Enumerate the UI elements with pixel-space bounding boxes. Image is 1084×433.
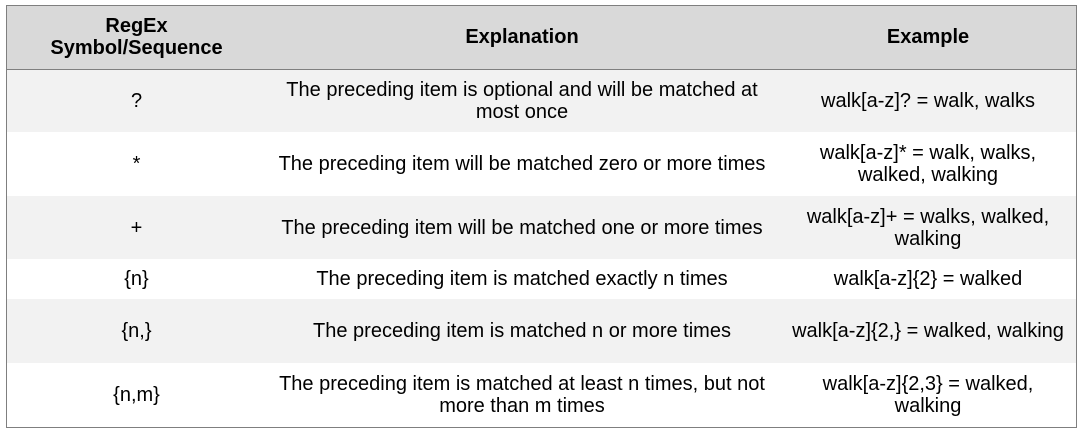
cell-explanation: The preceding item is matched at least n… (266, 363, 778, 427)
header-symbol: RegEx Symbol/Sequence (7, 6, 266, 70)
cell-symbol: ? (7, 69, 266, 132)
cell-explanation: The preceding item will be matched one o… (266, 196, 778, 259)
cell-example: walk[a-z]? = walk, walks (778, 69, 1076, 132)
table-row: ? The preceding item is optional and wil… (7, 69, 1076, 132)
table-row: + The preceding item will be matched one… (7, 196, 1076, 259)
cell-example: walk[a-z]* = walk, walks, walked, walkin… (778, 132, 1076, 196)
regex-table: RegEx Symbol/Sequence Explanation Exampl… (7, 6, 1076, 427)
table-header-row: RegEx Symbol/Sequence Explanation Exampl… (7, 6, 1076, 70)
cell-example: walk[a-z]+ = walks, walked, walking (778, 196, 1076, 259)
table-row: {n} The preceding item is matched exactl… (7, 259, 1076, 299)
cell-example: walk[a-z]{2} = walked (778, 259, 1076, 299)
cell-explanation: The preceding item is matched exactly n … (266, 259, 778, 299)
header-symbol-line2: Symbol/Sequence (50, 37, 223, 60)
header-example: Example (778, 6, 1076, 70)
header-explanation: Explanation (266, 6, 778, 70)
regex-table-container: RegEx Symbol/Sequence Explanation Exampl… (6, 5, 1077, 428)
cell-symbol: + (7, 196, 266, 259)
cell-explanation: The preceding item is optional and will … (266, 69, 778, 132)
cell-explanation: The preceding item is matched n or more … (266, 299, 778, 363)
cell-symbol: {n,} (7, 299, 266, 363)
cell-symbol: * (7, 132, 266, 196)
table-row: {n,} The preceding item is matched n or … (7, 299, 1076, 363)
cell-symbol: {n,m} (7, 363, 266, 427)
cell-explanation: The preceding item will be matched zero … (266, 132, 778, 196)
cell-symbol: {n} (7, 259, 266, 299)
cell-example: walk[a-z]{2,} = walked, walking (778, 299, 1076, 363)
cell-example: walk[a-z]{2,3} = walked, walking (778, 363, 1076, 427)
table-row: * The preceding item will be matched zer… (7, 132, 1076, 196)
table-row: {n,m} The preceding item is matched at l… (7, 363, 1076, 427)
header-symbol-line1: RegEx (105, 15, 168, 38)
